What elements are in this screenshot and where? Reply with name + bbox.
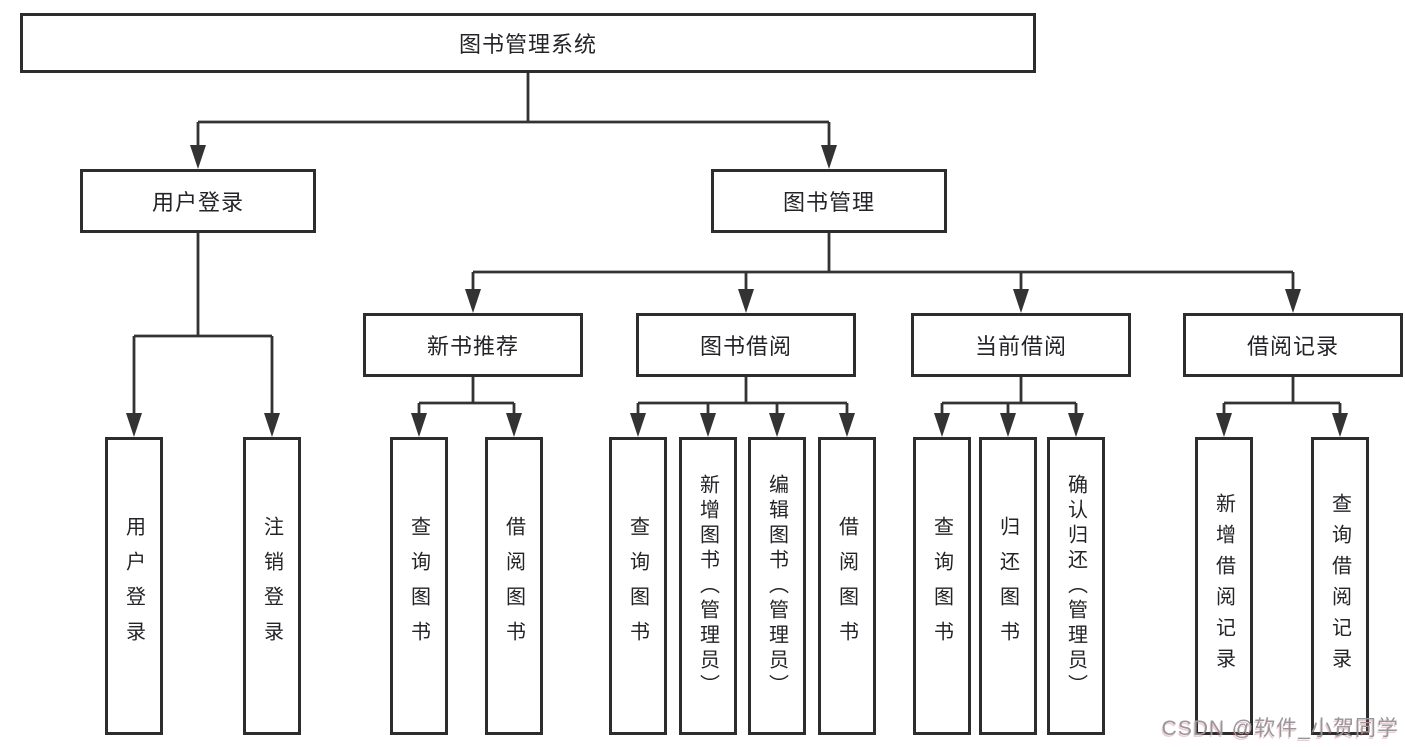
- leaf-return-book: 归还图书: [979, 437, 1037, 735]
- leaf-borrow-book-recommend: 借阅图书: [485, 437, 543, 735]
- leaf-query-book-current: 查询图书: [913, 437, 971, 735]
- leaf-add-book-admin: 新增图书（管理员）: [679, 437, 737, 735]
- leaf-confirm-return-admin: 确认归还（管理员）: [1047, 437, 1105, 735]
- node-borrowing-records: 借阅记录: [1183, 313, 1403, 377]
- leaf-add-borrow-record: 新增借阅记录: [1195, 437, 1253, 735]
- node-user-login: 用户登录: [80, 169, 316, 233]
- node-library-management-system: 图书管理系统: [20, 13, 1036, 73]
- leaf-query-borrow-record: 查询借阅记录: [1311, 437, 1369, 735]
- node-book-borrowing: 图书借阅: [636, 313, 856, 377]
- node-current-borrowing: 当前借阅: [911, 313, 1131, 377]
- arrowheads: [126, 145, 1348, 437]
- leaf-logout: 注销登录: [243, 437, 301, 735]
- csdn-watermark: CSDN @软件_小贺同学: [1161, 717, 1399, 740]
- node-new-book-recommend: 新书推荐: [363, 313, 583, 377]
- leaf-edit-book-admin: 编辑图书（管理员）: [748, 437, 806, 735]
- node-book-management: 图书管理: [711, 169, 947, 233]
- leaf-query-book-borrowing: 查询图书: [609, 437, 667, 735]
- leaf-borrow-book: 借阅图书: [818, 437, 876, 735]
- leaf-user-login: 用户登录: [105, 437, 163, 735]
- leaf-query-book-recommend: 查询图书: [390, 437, 448, 735]
